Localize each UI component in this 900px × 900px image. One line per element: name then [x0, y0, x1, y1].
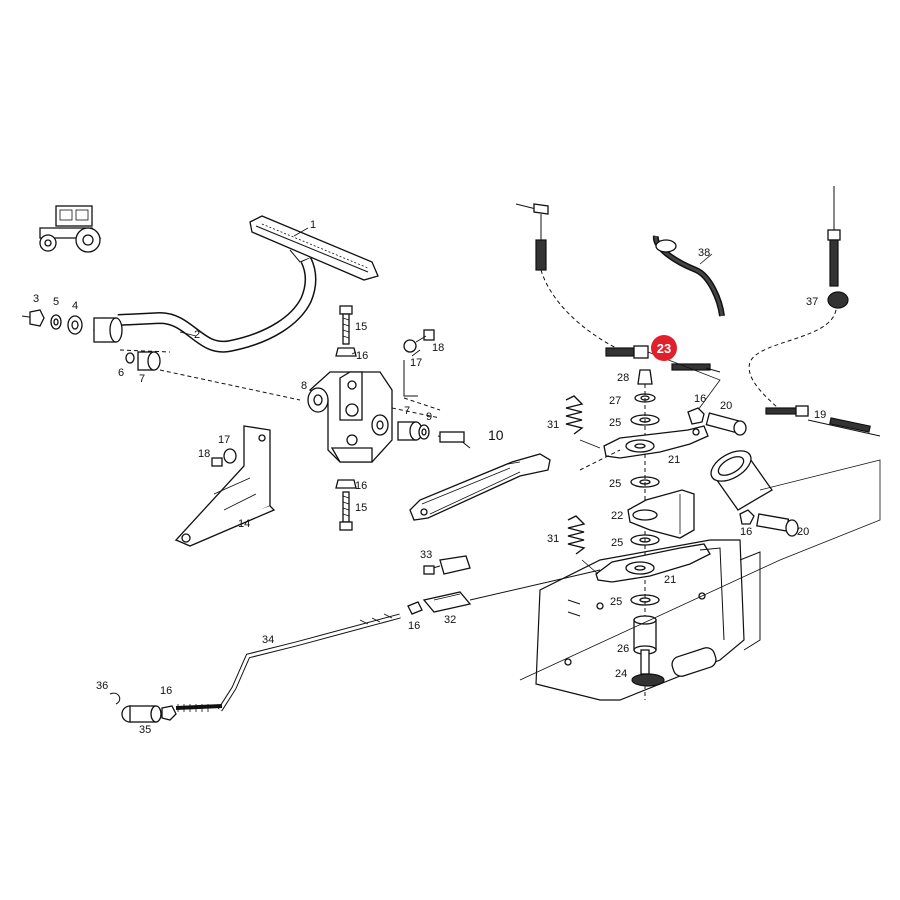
- callout-17b: 17: [410, 357, 422, 369]
- pedal-pivot-bracket: [307, 371, 393, 463]
- callout-25a: 25: [609, 417, 621, 429]
- cable-tie: [653, 235, 725, 317]
- callout-16f: 16: [740, 526, 752, 538]
- callout-9: 9: [426, 411, 432, 423]
- callout-8: 8: [301, 380, 307, 392]
- mounting-bracket: [174, 425, 276, 547]
- linkage-line: [469, 569, 601, 601]
- sleeve-bushing: [710, 450, 773, 511]
- screw-lower: [211, 448, 237, 467]
- nut-washer-set: [21, 309, 83, 335]
- callout-25b: 25: [609, 478, 621, 490]
- callout-18b: 18: [198, 448, 210, 460]
- callout-31a: 31: [547, 419, 559, 431]
- bolt-top: [335, 305, 357, 357]
- cable-end-fitting: [765, 405, 881, 437]
- callout-26: 26: [617, 643, 629, 655]
- callout-22: 22: [611, 510, 623, 522]
- callout-4: 4: [72, 300, 78, 312]
- callout-34: 34: [262, 634, 274, 646]
- callout-7b: 7: [404, 405, 410, 417]
- bushing: [119, 349, 171, 371]
- callout-16b: 16: [355, 480, 367, 492]
- callout-1: 1: [310, 219, 316, 231]
- callout-14: 14: [238, 518, 250, 530]
- callout-labels: 1 2 3 4 5 6 7 7 8 9 10 14 15 15 16 16 16…: [33, 219, 826, 736]
- lever-middle: [627, 489, 695, 539]
- callout-25c: 25: [611, 537, 623, 549]
- callout-32: 32: [444, 614, 456, 626]
- callout-19: 19: [814, 409, 826, 421]
- callout-21a: 21: [668, 454, 680, 466]
- callout-10: 10: [488, 427, 504, 443]
- pin-upper: [687, 407, 747, 436]
- tractor-icon: [39, 205, 102, 253]
- callout-33: 33: [420, 549, 432, 561]
- callout-6: 6: [118, 367, 124, 379]
- highlight-circle: [651, 335, 677, 361]
- callout-25d: 25: [610, 596, 622, 608]
- callout-2: 2: [194, 329, 200, 341]
- callout-16a: 16: [356, 350, 368, 362]
- pivot-post: [631, 615, 665, 687]
- callout-16e: 16: [694, 393, 706, 405]
- pedal-pad: [249, 215, 379, 281]
- spring-lower: [567, 515, 599, 575]
- control-rod: [175, 613, 401, 712]
- pivot-stack: [630, 369, 660, 700]
- callout-15a: 15: [355, 321, 367, 333]
- callout-16d: 16: [160, 685, 172, 697]
- screw-upper: [403, 329, 435, 397]
- pin-lower: [739, 509, 799, 537]
- callout-38: 38: [698, 247, 710, 259]
- rod-end: [407, 591, 472, 615]
- callout-31b: 31: [547, 533, 559, 545]
- callout-28: 28: [617, 372, 629, 384]
- callout-20b: 20: [797, 526, 809, 538]
- rod-end-cap: [109, 692, 177, 723]
- callout-15b: 15: [355, 502, 367, 514]
- callout-37: 37: [806, 296, 818, 308]
- throttle-cable-right: [748, 186, 849, 411]
- callout-21b: 21: [664, 574, 676, 586]
- threaded-rod: [605, 345, 721, 411]
- callout-3: 3: [33, 293, 39, 305]
- callout-7a: 7: [139, 373, 145, 385]
- leader-lines: [179, 227, 713, 465]
- callout-20a: 20: [720, 400, 732, 412]
- callout-36: 36: [96, 680, 108, 692]
- throttle-cable-left: [515, 203, 621, 351]
- spacer-and-washer: [391, 407, 441, 441]
- lever-upper: [603, 425, 709, 459]
- callout-23: 23: [657, 341, 671, 356]
- highlight-marker-23[interactable]: 23: [651, 335, 677, 361]
- callout-18a: 18: [432, 342, 444, 354]
- callout-27: 27: [609, 395, 621, 407]
- base-plate: [519, 449, 881, 701]
- callout-17a: 17: [218, 434, 230, 446]
- spring-upper: [565, 395, 601, 449]
- callout-5: 5: [53, 296, 59, 308]
- assembly-line-left: [159, 369, 301, 401]
- callout-16c: 16: [408, 620, 420, 632]
- clevis-clip: [423, 555, 471, 575]
- callout-24: 24: [615, 668, 627, 680]
- lever-arm: [409, 431, 551, 521]
- pedal-arm-tube: [93, 257, 317, 353]
- lever-lower: [595, 543, 711, 583]
- callout-35: 35: [139, 724, 151, 736]
- assembly-line-right: [403, 397, 441, 411]
- bolt-bottom: [335, 479, 357, 531]
